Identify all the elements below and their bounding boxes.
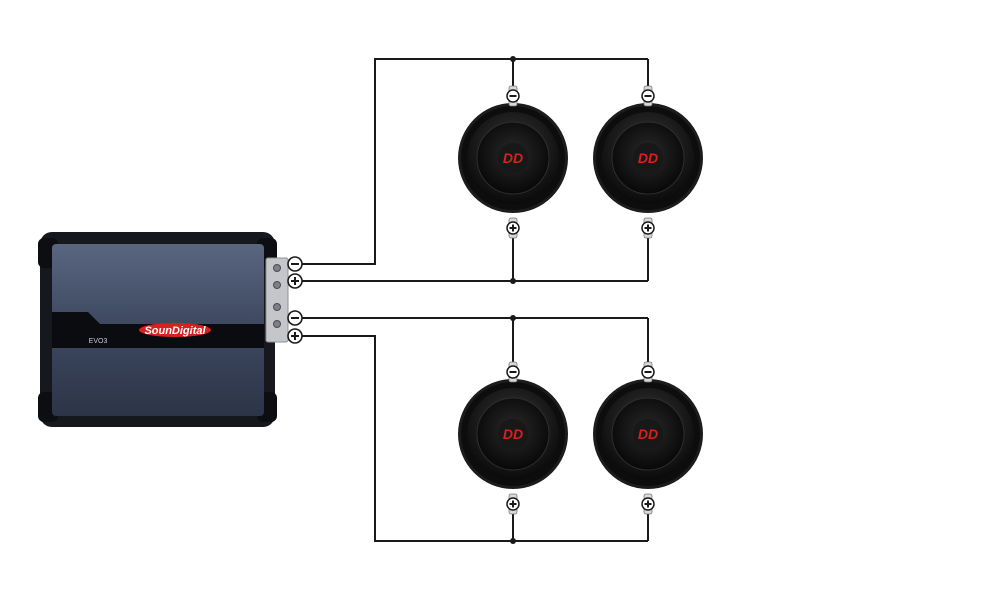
speaker-negative-terminal	[641, 361, 655, 383]
amp-ch1-positive-marker	[287, 273, 303, 289]
speaker-positive-terminal	[641, 493, 655, 515]
speaker-3: DD	[458, 361, 568, 515]
speaker-logo: DD	[638, 426, 658, 442]
speaker-logo: DD	[503, 426, 523, 442]
speaker-positive-terminal	[641, 217, 655, 239]
speaker-4: DD	[593, 361, 703, 515]
speaker-positive-terminal	[506, 493, 520, 515]
amp-ch1-negative-marker	[287, 256, 303, 272]
speaker-logo: DD	[638, 150, 658, 166]
speaker-dustcap	[633, 419, 663, 449]
speakers: DD DD DD DD	[458, 85, 703, 515]
speaker-negative-terminal	[506, 361, 520, 383]
terminal-screws	[273, 264, 281, 328]
junction-dot	[510, 278, 516, 284]
speaker-negative-terminal	[641, 85, 655, 107]
speaker-dustcap	[498, 419, 528, 449]
model-label: EVO3	[89, 338, 108, 345]
brand-badge	[139, 323, 211, 337]
brand-label: SounDigital	[144, 325, 206, 337]
amplifier: SounDigital EVO3	[38, 232, 289, 427]
terminal-block	[265, 257, 289, 343]
speaker-logo: DD	[503, 150, 523, 166]
speaker-1: DD	[458, 85, 568, 239]
junction-dot	[510, 538, 516, 544]
speaker-dustcap	[633, 143, 663, 173]
junctions	[510, 56, 516, 544]
amp-ch2-positive-marker	[287, 328, 303, 344]
amp-terminal-markers	[287, 256, 303, 344]
speaker-positive-terminal	[506, 217, 520, 239]
speaker-negative-terminal	[506, 85, 520, 107]
junction-dot	[510, 56, 516, 62]
amp-ch2-negative-marker	[287, 310, 303, 326]
junction-dot	[510, 315, 516, 321]
speaker-dustcap	[498, 143, 528, 173]
speaker-2: DD	[593, 85, 703, 239]
